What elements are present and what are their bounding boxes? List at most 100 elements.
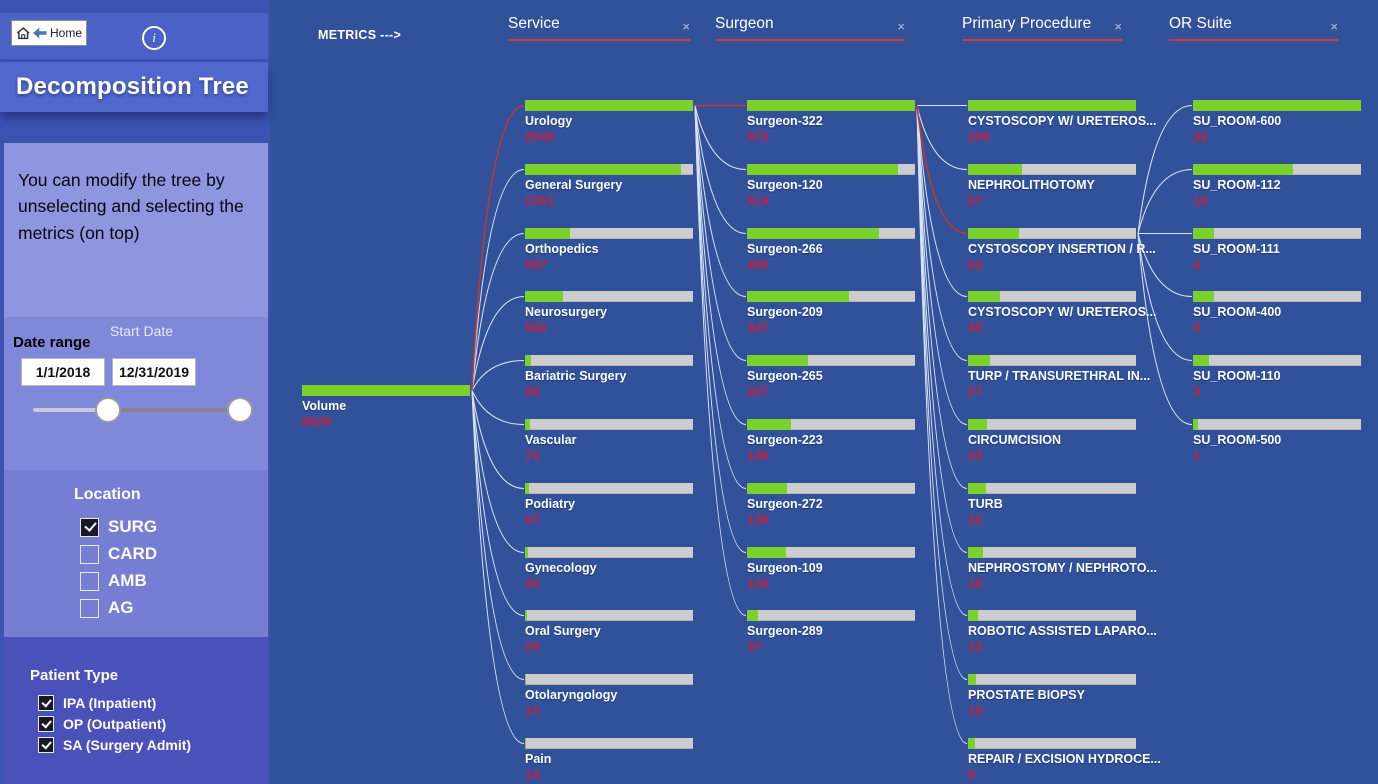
checkbox-checked-icon[interactable] (38, 716, 54, 732)
info-icon[interactable]: i (142, 26, 166, 50)
close-icon[interactable]: × (897, 19, 905, 34)
node-bar-fill (968, 674, 977, 685)
column-header-surgeon[interactable]: Surgeon × (715, 15, 905, 41)
home-button-label: Home (49, 26, 82, 40)
column-header-or-suite[interactable]: OR Suite × (1169, 15, 1338, 41)
slider-handle-end[interactable] (227, 397, 253, 423)
selected-path-link (916, 105, 968, 235)
slider-track-left[interactable] (33, 408, 108, 412)
patient-type-option-ipa[interactable]: IPA (Inpatient) (38, 695, 268, 711)
tree-link (694, 105, 747, 617)
tree-link (916, 105, 968, 681)
patient-type-option-sa[interactable]: SA (Surgery Admit) (38, 737, 268, 753)
node-label: ROBOTIC ASSISTED LAPARO... (968, 624, 1157, 638)
node-bar-fill (747, 483, 788, 494)
tree-node[interactable]: CYSTOSCOPY W/ URETEROS...40 (968, 291, 1156, 335)
start-date-input[interactable]: 1/1/2018 (21, 358, 105, 386)
tree-node[interactable]: TURP / TRANSURETHRAL IN...27 (968, 355, 1150, 399)
close-icon[interactable]: × (1330, 19, 1338, 34)
checkbox-unchecked-icon[interactable] (80, 544, 99, 564)
node-bar (1193, 419, 1361, 430)
tree-node[interactable]: ROBOTIC ASSISTED LAPARO...12 (968, 610, 1157, 654)
tree-node[interactable]: NEPHROSTOMY / NEPHROTO...18 (968, 547, 1157, 591)
node-bar (968, 164, 1136, 175)
tree-node[interactable]: CYSTOSCOPY W/ URETEROS...208 (968, 100, 1156, 144)
node-value: 134 (747, 576, 769, 591)
tree-link (916, 105, 968, 171)
column-header-service[interactable]: Service × (508, 15, 690, 41)
column-header-primary-procedure[interactable]: Primary Procedure × (962, 15, 1122, 41)
home-button[interactable]: Home (11, 20, 87, 46)
node-value: 27 (968, 384, 983, 399)
location-option-card[interactable]: CARD (80, 544, 268, 564)
title-band: Decomposition Tree (0, 62, 268, 112)
node-bar-fill (1193, 164, 1293, 175)
close-icon[interactable]: × (1114, 19, 1122, 34)
node-value: 10 (968, 703, 983, 718)
end-date-input[interactable]: 12/31/2019 (112, 358, 196, 386)
node-bar-fill (1193, 291, 1214, 302)
node-bar (747, 100, 915, 111)
checkbox-checked-icon[interactable] (38, 737, 54, 753)
patient-type-option-op[interactable]: OP (Outpatient) (38, 716, 268, 732)
node-bar-fill (968, 228, 1019, 239)
location-option-surg[interactable]: SURG (80, 517, 268, 537)
tree-link (471, 168, 525, 391)
node-bar (525, 100, 693, 111)
checkbox-unchecked-icon[interactable] (80, 598, 99, 618)
node-bar-fill (525, 610, 527, 621)
node-label: NEPHROLITHOTOMY (968, 178, 1095, 192)
node-bar (747, 419, 915, 430)
patient-type-panel: Patient Type IPA (Inpatient) OP (Outpatie… (4, 637, 268, 784)
slider-handle-start[interactable] (95, 397, 121, 423)
close-icon[interactable]: × (682, 19, 690, 34)
checkbox-label: CARD (108, 544, 158, 563)
node-label: Otolaryngology (525, 688, 618, 702)
node-bar (968, 610, 1136, 621)
checkbox-checked-icon[interactable] (38, 695, 54, 711)
location-option-ag[interactable]: AG (80, 598, 268, 618)
tree-node[interactable]: REPAIR / EXCISION HYDROCE...9 (968, 738, 1161, 782)
node-value: 18 (968, 576, 983, 591)
tree-link (916, 105, 968, 490)
slider-track-range[interactable] (106, 408, 242, 412)
node-label: Podiatry (525, 497, 576, 511)
tree-node[interactable]: CYSTOSCOPY INSERTION / R...63 (968, 228, 1156, 272)
patient-type-title: Patient Type (30, 667, 119, 684)
node-label: Bariatric Surgery (525, 369, 627, 383)
location-option-amb[interactable]: AMB (80, 571, 268, 591)
checkbox-unchecked-icon[interactable] (80, 571, 99, 591)
checkbox-checked-icon[interactable] (80, 517, 99, 537)
